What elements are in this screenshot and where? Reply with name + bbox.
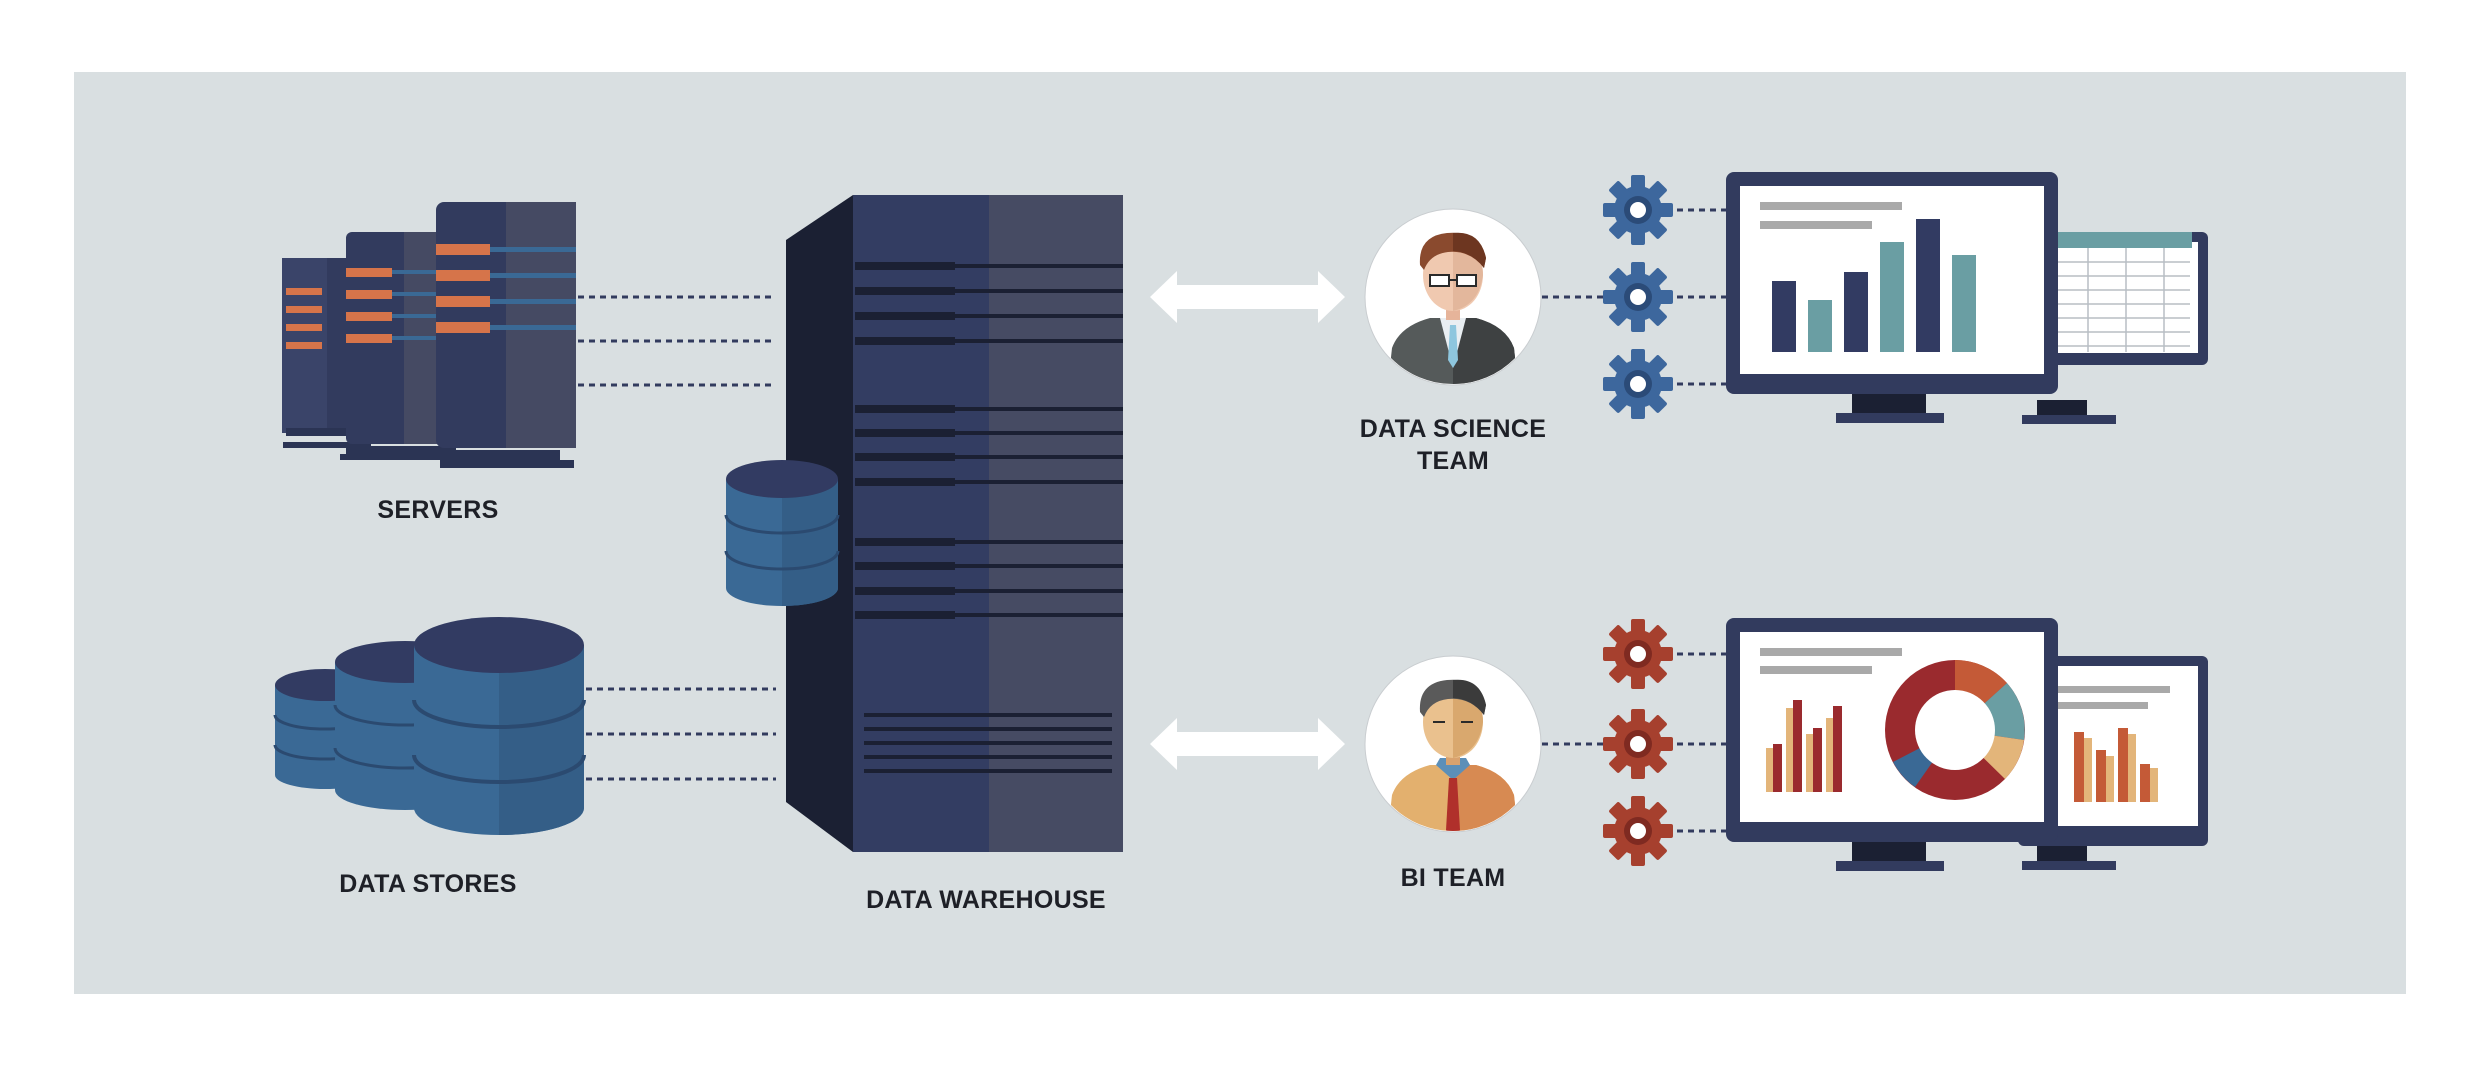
database-icon: [412, 617, 586, 835]
data-science-team-label-line2: TEAM: [1416, 447, 1490, 475]
server-icon: [436, 202, 576, 468]
monitor-icon: [2018, 656, 2208, 870]
data-scientist-avatar: [1364, 208, 1542, 386]
gear-icon: [1603, 619, 1673, 689]
server-connector-lines: [578, 295, 776, 387]
bi-analyst-avatar: [1364, 655, 1542, 833]
data-warehouse-icon: [724, 195, 1123, 852]
servers-label: SERVERS: [377, 496, 499, 524]
gear-icon: [1603, 709, 1673, 779]
servers-group: [282, 202, 776, 468]
bi-team-label: BI TEAM: [1400, 864, 1506, 892]
data-warehouse-label: DATA WAREHOUSE: [866, 886, 1106, 914]
donut-chart: [1885, 659, 2025, 800]
double-arrow-icon: [1150, 718, 1345, 770]
gear-icon: [1603, 262, 1673, 332]
data-stores-group: [273, 617, 776, 835]
data-stores-connector-lines: [586, 687, 776, 781]
data-science-team-label-line1: DATA SCIENCE: [1359, 415, 1547, 443]
double-arrow-icon: [1150, 271, 1345, 323]
avatar-connector-lines: [1542, 208, 1726, 833]
monitor-icon: [1726, 618, 2058, 871]
gear-icon: [1603, 349, 1673, 419]
gear-icon: [1603, 175, 1673, 245]
data-science-team-label: DATA SCIENCE TEAM: [1303, 413, 1603, 477]
monitor-icon: [1726, 172, 2058, 423]
database-icon: [724, 460, 840, 606]
gear-icon: [1603, 796, 1673, 866]
data-stores-label: DATA STORES: [339, 870, 517, 898]
